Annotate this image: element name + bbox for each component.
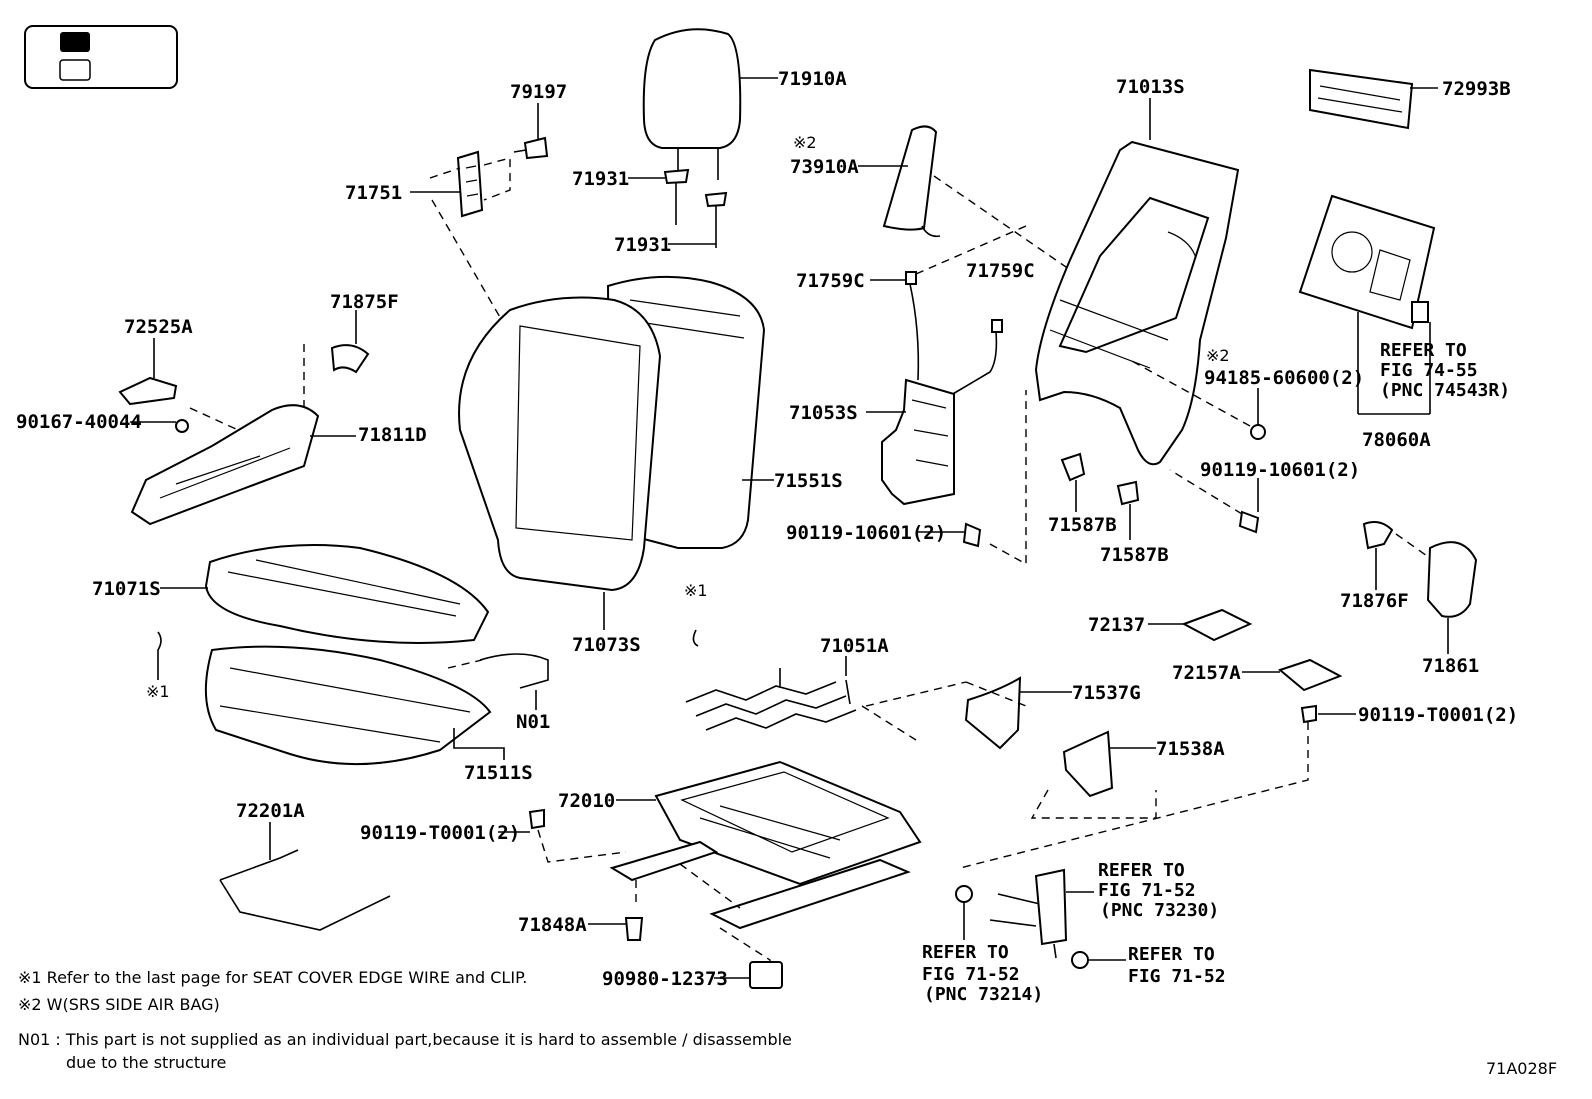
bracket-71751-drawing [410,150,549,401]
footnote-3: N01 : This part is not supplied as an in… [18,1030,792,1049]
headrest-drawing [642,28,778,180]
ref-fig7152b-line1[interactable]: REFER TO [922,942,1009,963]
figure-code: 71A028F [1486,1059,1557,1078]
frame-71013S-drawing [1034,98,1240,466]
cushion-drawing [157,544,549,766]
part-71053S[interactable]: 71053S [789,402,858,424]
part-71013S[interactable]: 71013S [1116,76,1185,98]
part-90167-40044[interactable]: 90167-40044 [16,411,142,433]
buckle-drawing [955,868,1126,969]
board-78060A-drawing [1298,194,1436,415]
part-71511S[interactable]: 71511S [464,762,533,784]
bolt-79197-drawing [513,103,549,160]
seat-track-72010-drawing [609,760,922,980]
part-71759C-right[interactable]: 71759C [966,260,1035,282]
hooks-71587B-drawing [1060,452,1140,540]
legend-outline-swatch [59,59,91,81]
part-72201A[interactable]: 72201A [236,800,305,822]
part-90119-10601-right[interactable]: 90119-10601(2) [1200,459,1360,481]
airbag-73910A-drawing [858,125,1141,319]
ref-fig7152c-line2[interactable]: FIG 71-52 [1128,966,1226,987]
part-90980-12373[interactable]: 90980-12373 [602,968,728,990]
ref-fig7455-line1[interactable]: REFER TO [1380,340,1467,361]
armrest-drawing [118,310,370,526]
covers-72137-72157A-drawing [1148,608,1343,692]
part-71751[interactable]: 71751 [345,182,402,204]
part-71551S[interactable]: 71551S [774,470,843,492]
ref-fig7152a-line1[interactable]: REFER TO [1098,860,1185,881]
part-71875F[interactable]: 71875F [330,291,399,313]
part-94185[interactable]: 94185-60600(2) [1204,367,1364,389]
fasteners-frame-drawing [918,359,1266,566]
footnote-2: ※2 W(SRS SIDE AIR BAG) [18,995,220,1014]
footnote-1: ※1 Refer to the last page for SEAT COVER… [18,968,527,987]
part-71071S[interactable]: 71071S [92,578,161,600]
wire-72201A-drawing [219,822,391,931]
mark-x2-bolt: ※2 [1206,346,1230,365]
part-71051A[interactable]: 71051A [820,635,889,657]
part-71848A[interactable]: 71848A [518,914,587,936]
shields-drawing [964,676,1157,819]
part-71537G[interactable]: 71537G [1072,682,1141,704]
ref-fig7455-line3[interactable]: (PNC 74543R) [1380,380,1510,401]
part-90119-T0001-left[interactable]: 90119-T0001(2) [360,822,520,844]
part-79197[interactable]: 79197 [510,81,567,103]
part-71876F[interactable]: 71876F [1340,590,1409,612]
part-72010[interactable]: 72010 [558,790,615,812]
part-72157A[interactable]: 72157A [1172,662,1241,684]
legend-filled-swatch [60,32,90,52]
part-90119-T0001-right[interactable]: 90119-T0001(2) [1358,704,1518,726]
part-72525A[interactable]: 72525A [124,316,193,338]
part-71587B-upper[interactable]: 71587B [1048,514,1117,536]
ref-fig7152a-line3[interactable]: (PNC 73230) [1100,900,1219,921]
mark-x1-left: ※1 [146,682,170,701]
part-72993B[interactable]: 72993B [1442,78,1511,100]
lumbar-71053S-drawing [866,225,1027,506]
part-78060A[interactable]: 78060A [1362,429,1431,451]
part-71910A[interactable]: 71910A [778,68,847,90]
bolts-T0001-drawing [498,704,1356,869]
part-N01[interactable]: N01 [516,711,550,733]
mark-x2-airbag: ※2 [793,133,817,152]
part-71931-lower[interactable]: 71931 [614,234,671,256]
part-73910A[interactable]: 73910A [790,156,859,178]
guide-71931-drawing [628,168,728,248]
footnote-4: due to the structure [66,1053,226,1072]
ref-fig7152c-line1[interactable]: REFER TO [1128,944,1215,965]
bolt-71848A-drawing [588,917,783,989]
ref-fig7152a-line2[interactable]: FIG 71-52 [1098,880,1196,901]
spring-71051A-drawing [685,656,967,741]
part-72137[interactable]: 72137 [1088,614,1145,636]
ref-fig7455-line2[interactable]: FIG 74-55 [1380,360,1478,381]
seatback-drawing [458,275,774,630]
mark-x1-top: ※1 [684,581,708,600]
part-71811D[interactable]: 71811D [358,424,427,446]
part-71587B-lower[interactable]: 71587B [1100,544,1169,566]
ref-fig7152b-line2[interactable]: FIG 71-52 [922,964,1020,985]
part-71931-upper[interactable]: 71931 [572,168,629,190]
hinge-cover-drawing [1362,521,1478,654]
legend-box [24,25,178,89]
part-71861[interactable]: 71861 [1422,655,1479,677]
part-71759C-left[interactable]: 71759C [796,270,865,292]
clip-hook-top [692,629,699,647]
ref-fig7152b-line3[interactable]: (PNC 73214) [924,984,1043,1005]
part-90119-10601-left[interactable]: 90119-10601(2) [786,522,946,544]
cover-72993B-drawing [1309,68,1438,130]
part-71538A[interactable]: 71538A [1156,738,1225,760]
part-71073S[interactable]: 71073S [572,634,641,656]
